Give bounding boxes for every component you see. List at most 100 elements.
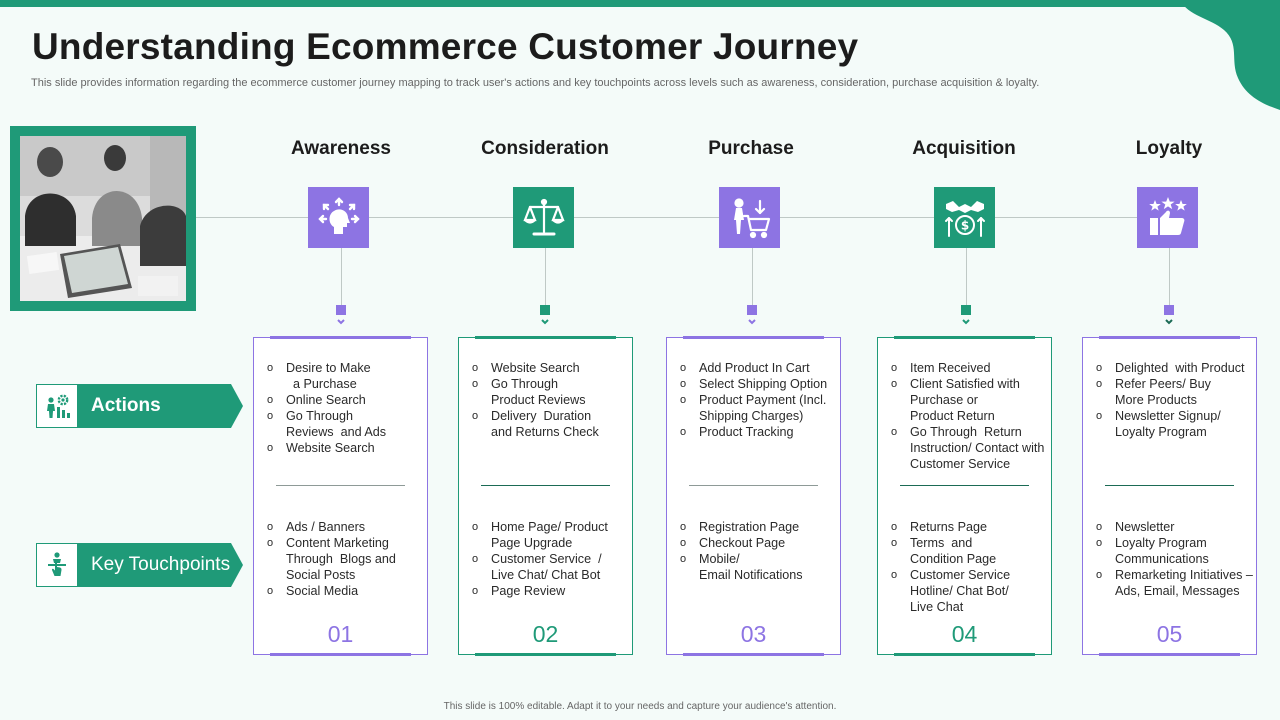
stage-number-purchase: 03 (740, 621, 767, 647)
stage-number-awareness: 01 (327, 621, 354, 647)
stage-connector-awareness (341, 248, 342, 305)
list-item: Checkout Page (680, 535, 836, 551)
list-item: Newsletter (1096, 519, 1252, 535)
touchpoints-row-label: Key Touchpoints (36, 543, 243, 587)
svg-text:$: $ (960, 218, 968, 232)
list-item: Loyalty Program Communications (1096, 535, 1252, 567)
list-item: Mobile/ Email Notifications (680, 551, 836, 583)
list-item: Returns Page (891, 519, 1047, 535)
list-item: Terms and Condition Page (891, 535, 1047, 567)
touchpoints-label-text: Key Touchpoints (78, 543, 243, 587)
stage-icon-box-consideration (513, 187, 574, 248)
actions-row-label: Actions (36, 384, 243, 428)
card-divider (481, 485, 610, 486)
chevron-down-icon (748, 319, 756, 325)
card-divider (276, 485, 405, 486)
list-item: Add Product In Cart (680, 360, 836, 376)
page-subtitle: This slide provides information regardin… (31, 77, 1040, 89)
list-item: Ads / Banners (267, 519, 423, 535)
card-bottom-accent (475, 653, 616, 656)
stage-number-acquisition: 04 (951, 621, 978, 647)
list-item: Website Search (267, 440, 423, 456)
list-item: Client Satisfied with Purchase or Produc… (891, 376, 1047, 424)
card-top-accent (683, 336, 824, 339)
stage-icon-box-awareness (308, 187, 369, 248)
list-item: Newsletter Signup/ Loyalty Program (1096, 408, 1252, 440)
thumbs-up-stars-icon (1148, 196, 1187, 235)
card-top-accent (475, 336, 616, 339)
list-item: Delivery Duration and Returns Check (472, 408, 628, 440)
stage-card-loyalty: Delighted with Product Refer Peers/ Buy … (1082, 336, 1257, 656)
stage-card-awareness: Desire to Make a Purchase Online Search … (253, 336, 428, 656)
stage-number-consideration: 02 (532, 621, 559, 647)
actions-list-loyalty: Delighted with Product Refer Peers/ Buy … (1096, 360, 1252, 440)
list-item: Product Payment (Incl. Shipping Charges) (680, 392, 836, 424)
list-item: Registration Page (680, 519, 836, 535)
touchpoints-list-consideration: Home Page/ Product Page Upgrade Customer… (472, 519, 628, 599)
card-bottom-accent (1099, 653, 1240, 656)
stage-title-purchase: Purchase (708, 138, 794, 159)
process-gear-person-icon (47, 394, 70, 418)
touchpoints-list-awareness: Ads / Banners Content Marketing Through … (267, 519, 423, 599)
chevron-down-icon (541, 319, 549, 325)
list-item: Online Search (267, 392, 423, 408)
card-bottom-accent (270, 653, 411, 656)
team-photo-frame (10, 126, 196, 311)
chevron-down-icon (962, 319, 970, 325)
list-item: Social Media (267, 583, 423, 599)
page-title: Understanding Ecommerce Customer Journey (32, 26, 859, 67)
list-item: Content Marketing Through Blogs and Soci… (267, 535, 423, 583)
actions-list-purchase: Add Product In Cart Select Shipping Opti… (680, 360, 836, 440)
list-item: Refer Peers/ Buy More Products (1096, 376, 1252, 408)
card-bottom-accent (683, 653, 824, 656)
stage-icon-box-loyalty (1137, 187, 1198, 248)
touch-screen-person-icon (48, 552, 66, 576)
actions-label-text: Actions (78, 384, 243, 428)
stage-card-acquisition: Item Received Client Satisfied with Purc… (877, 336, 1052, 656)
list-item: Remarketing Initiatives – Ads, Email, Me… (1096, 567, 1253, 599)
list-item: Customer Service / Live Chat/ Chat Bot (472, 551, 628, 583)
list-item: Product Tracking (680, 424, 836, 440)
balance-scale-icon (522, 198, 565, 235)
stage-connector-purchase (752, 248, 753, 305)
top-accent-bar (0, 0, 1280, 7)
stage-connector-acquisition (966, 248, 967, 305)
stage-icon-box-acquisition: $ (934, 187, 995, 248)
stage-title-acquisition: Acquisition (912, 138, 1016, 159)
card-top-accent (1099, 336, 1240, 339)
list-item: Page Review (472, 583, 628, 599)
card-divider (689, 485, 818, 486)
list-item: Go Through Return Instruction/ Contact w… (891, 424, 1047, 472)
list-item: Website Search (472, 360, 628, 376)
stage-connector-loyalty (1169, 248, 1170, 305)
footer-note: This slide is 100% editable. Adapt it to… (443, 701, 837, 712)
connector-dot-acquisition (961, 305, 971, 315)
stage-card-purchase: Add Product In Cart Select Shipping Opti… (666, 336, 841, 656)
stage-title-awareness: Awareness (291, 138, 391, 159)
list-item: Go Through Reviews and Ads (267, 408, 423, 440)
actions-list-acquisition: Item Received Client Satisfied with Purc… (891, 360, 1047, 472)
journey-timeline (196, 217, 1196, 218)
corner-decoration (1180, 0, 1280, 110)
list-item: Customer Service Hotline/ Chat Bot/ Live… (891, 567, 1047, 615)
list-item: Delighted with Product (1096, 360, 1252, 376)
list-item: Item Received (891, 360, 1047, 376)
connector-dot-consideration (540, 305, 550, 315)
stage-title-loyalty: Loyalty (1135, 138, 1203, 159)
list-item: Select Shipping Option (680, 376, 836, 392)
shopping-cart-person-icon (733, 197, 770, 238)
chevron-down-icon (1165, 319, 1173, 325)
actions-icon-box (36, 384, 78, 428)
head-idea-arrows-icon (317, 196, 360, 234)
card-divider (1105, 485, 1234, 486)
team-meeting-photo (20, 136, 186, 301)
list-item: Home Page/ Product Page Upgrade (472, 519, 628, 551)
stage-connector-consideration (545, 248, 546, 305)
card-divider (900, 485, 1029, 486)
actions-list-awareness: Desire to Make a Purchase Online Search … (267, 360, 423, 456)
touchpoints-list-purchase: Registration Page Checkout Page Mobile/ … (680, 519, 836, 583)
stage-number-loyalty: 05 (1156, 621, 1183, 647)
stage-title-consideration: Consideration (481, 138, 609, 159)
touchpoints-list-loyalty: Newsletter Loyalty Program Communication… (1096, 519, 1253, 599)
card-bottom-accent (894, 653, 1035, 656)
